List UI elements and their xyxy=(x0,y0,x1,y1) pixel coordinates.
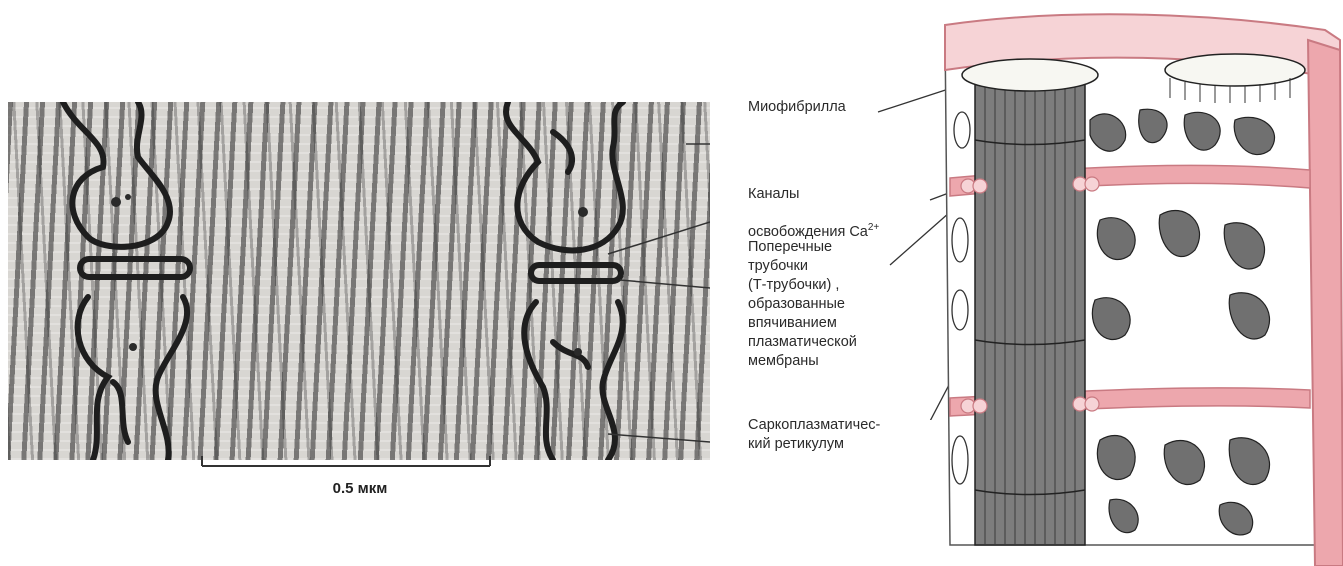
micrograph-membranes xyxy=(8,102,710,460)
sarcolemma-side xyxy=(1308,40,1343,566)
myofibril-cross-section-2 xyxy=(1165,54,1305,86)
label-ca-channels-line1: Каналы xyxy=(748,186,799,202)
muscle-fiber-diagram xyxy=(930,0,1343,566)
myofibril-cross-section xyxy=(962,59,1098,91)
scale-bar-label: 0.5 мкм xyxy=(300,480,420,497)
scale-bar xyxy=(200,452,492,472)
label-sarcoplasmic-reticulum: Саркоплазматичес- кий ретикулум xyxy=(748,416,880,454)
label-ca-channels: Каналы освобождения Ca2+ xyxy=(748,166,879,242)
label-myofibril: Миофибрилла xyxy=(748,98,846,117)
electron-micrograph xyxy=(8,102,710,460)
label-t-tubules: Поперечные трубочки (Т-трубочки) , образ… xyxy=(748,238,857,371)
myofibril xyxy=(975,75,1085,545)
